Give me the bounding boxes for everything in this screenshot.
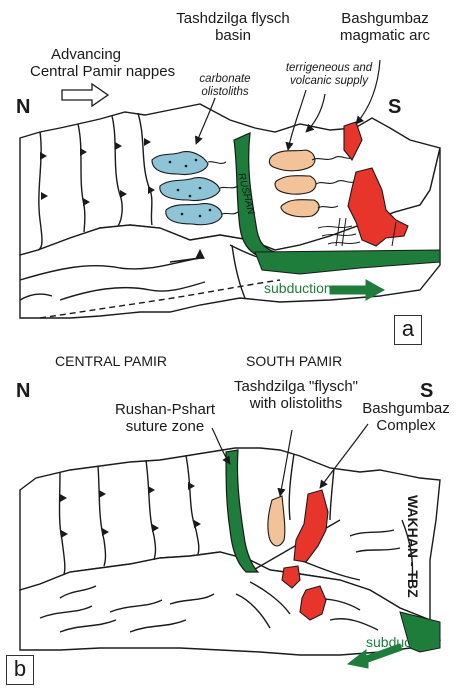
panel-b-wakhan-label: WAKHAN - TBZ [404,495,420,598]
panel-a-supply-line1: terrigeneous and [281,62,377,75]
panel-b-suture-label: Rushan-Pshart suture zone [105,402,225,436]
panel-a-north: N [16,96,30,118]
panel-b-suture-line2: suture zone [105,419,225,436]
panel-a-supply-line2: volcanic supply [281,75,377,88]
panel-a-carbonate-line1: carbonate [190,73,260,86]
panel-a-basin-label: Tashdzilga flysch basin [168,11,298,45]
panel-a-supply-label: terrigeneous and volcanic supply [281,62,377,88]
panel-a-arc-label: Bashgumbaz magmatic arc [325,11,445,45]
panel-b-tag: b [6,655,34,685]
panel-a-carbonate-line2: olistoliths [190,86,260,99]
panel-b-flysch-line1: Tashdzilga "flysch" [226,379,366,396]
panel-a-arc-line1: Bashgumbaz [325,11,445,28]
panel-a-subduction-label: subduction [264,281,332,297]
panel-a-nappes-arrow [62,84,108,106]
panel-a-carbonate-label: carbonate olistoliths [190,73,260,99]
panel-b-suture-line1: Rushan-Pshart [105,402,225,419]
panel-b-flysch-line2: with olistoliths [226,396,366,413]
panel-a-basin-line1: Tashdzilga flysch [168,11,298,28]
panel-b-complex-line1: Bashgumbaz [356,401,456,418]
panel-a-nappes-line1: Advancing [30,47,142,64]
panel-b-complex-label: Bashgumbaz Complex [356,401,456,435]
panel-b-north: N [16,380,30,402]
panel-b-central-pamir: CENTRAL PAMIR [55,354,167,370]
panel-b-south-pamir: SOUTH PAMIR [246,354,342,370]
panel-b-flysch-label: Tashdzilga "flysch" with olistoliths [226,379,366,413]
panel-b-subduction-label: subduction [366,635,434,651]
panel-a-tag: a [394,315,422,345]
panel-a-basin-line2: basin [168,28,298,45]
panel-a-nappes-label: Advancing Central Pamir nappes [30,47,142,81]
panel-a-nappes-line2: Central Pamir nappes [30,64,142,81]
panel-b-complex-line2: Complex [356,418,456,435]
panel-a-arc-line2: magmatic arc [325,28,445,45]
panel-a-south: S [388,96,401,118]
